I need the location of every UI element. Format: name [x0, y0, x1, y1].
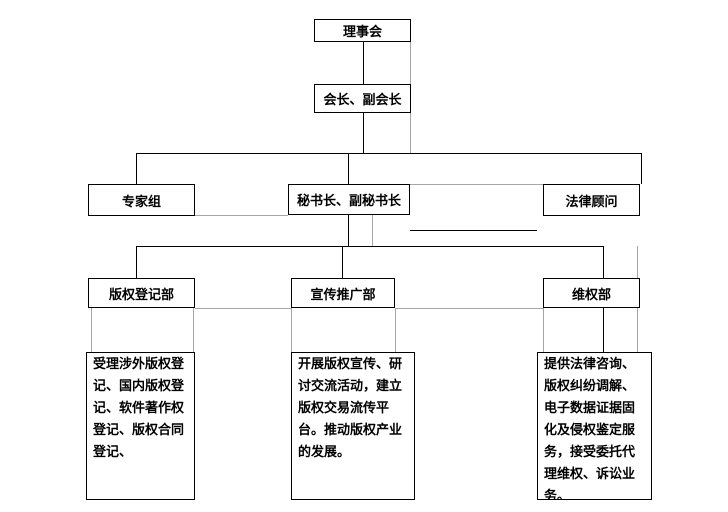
legal-box: 法律顾问: [543, 184, 640, 216]
promotion-description: 开展版权宣传、研讨交流活动，建立版权交易流传平台。推动版权产业的发展。: [298, 357, 403, 460]
registration-description-box: 受理涉外版权登记、国内版权登记、软件著作权登记、版权合同登记、: [86, 352, 195, 500]
promotion-dept-box: 宣传推广部: [291, 278, 395, 308]
protection-dept-label: 维权部: [571, 287, 611, 303]
protection-description-box: 提供法律咨询、版权纠纷调解、电子数据证据固化及侵权鉴定服务，接受委托代理维权、诉…: [537, 352, 652, 500]
promotion-description-box: 开展版权宣传、研讨交流活动，建立版权交易流传平台。推动版权产业的发展。: [291, 352, 415, 500]
council-box: 理事会: [314, 19, 411, 42]
registration-dept-label: 版权登记部: [108, 287, 174, 303]
president-label: 会长、副会长: [323, 93, 402, 108]
experts-box: 专家组: [88, 184, 195, 216]
secretary-box: 秘书长、副秘书长: [288, 184, 410, 215]
experts-label: 专家组: [121, 194, 161, 210]
president-box: 会长、副会长: [314, 84, 411, 113]
registration-description: 受理涉外版权登记、国内版权登记、软件著作权登记、版权合同登记、: [93, 357, 185, 460]
registration-dept-box: 版权登记部: [88, 278, 195, 308]
promotion-dept-label: 宣传推广部: [310, 287, 376, 303]
council-label: 理事会: [342, 25, 382, 40]
secretary-label: 秘书长、副秘书长: [296, 194, 401, 209]
legal-label: 法律顾问: [565, 194, 618, 210]
protection-dept-box: 维权部: [543, 278, 640, 308]
protection-description: 提供法律咨询、版权纠纷调解、电子数据证据固化及侵权鉴定服务，接受委托代理维权、诉…: [544, 357, 636, 500]
